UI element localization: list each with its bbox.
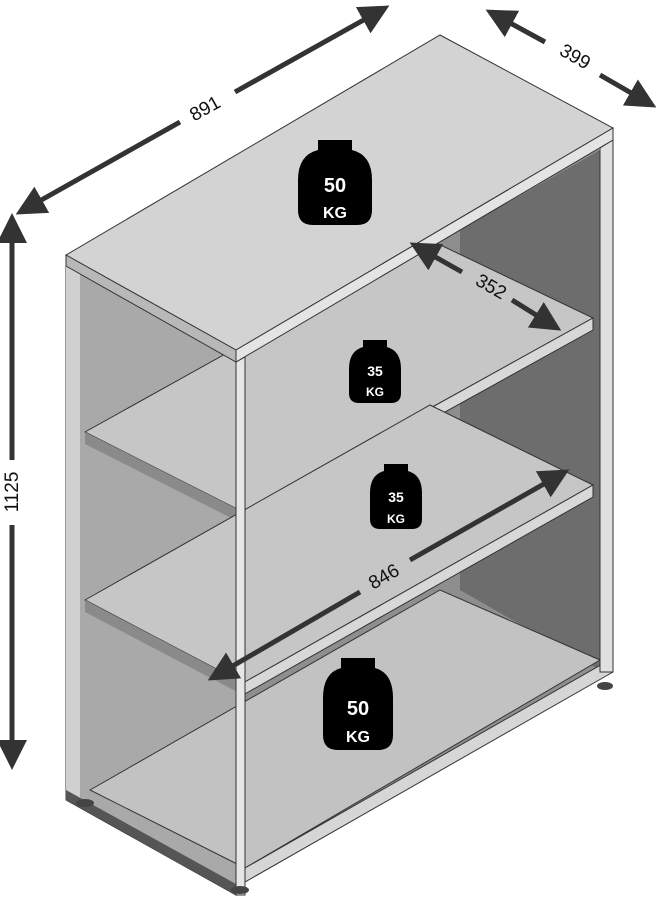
load-unit: KG xyxy=(346,729,370,746)
plinth xyxy=(66,790,236,895)
weight-shelf-2: 35 KG xyxy=(370,464,422,529)
foot xyxy=(231,886,249,894)
shelf-2-side xyxy=(85,600,243,695)
front-right-post xyxy=(599,139,614,673)
weight-icon xyxy=(349,340,401,403)
left-side-edge xyxy=(66,262,80,806)
load-unit: KG xyxy=(387,512,405,526)
foot xyxy=(76,799,94,807)
right-side-interior xyxy=(460,150,600,670)
weight-icon xyxy=(323,658,393,750)
weight-shelf-1: 35 KG xyxy=(349,340,401,403)
depth-dimension-label: 399 xyxy=(556,40,594,74)
load-value: 50 xyxy=(324,175,346,197)
load-value: 35 xyxy=(367,363,383,379)
weight-icon xyxy=(298,140,372,225)
weight-icon xyxy=(370,464,422,529)
shelf-1-side xyxy=(85,432,243,524)
load-value: 35 xyxy=(388,489,404,505)
front-left-post xyxy=(235,356,246,896)
load-value: 50 xyxy=(347,698,369,720)
load-unit: KG xyxy=(366,385,384,399)
load-unit: KG xyxy=(323,205,347,222)
height-dimension-label: 1125 xyxy=(2,472,23,513)
weight-bottom: 50 KG xyxy=(323,658,393,750)
dimension-arrows xyxy=(0,5,657,770)
foot xyxy=(597,682,613,690)
weight-top: 50 KG xyxy=(298,140,372,225)
width-dimension-label: 891 xyxy=(186,92,224,126)
